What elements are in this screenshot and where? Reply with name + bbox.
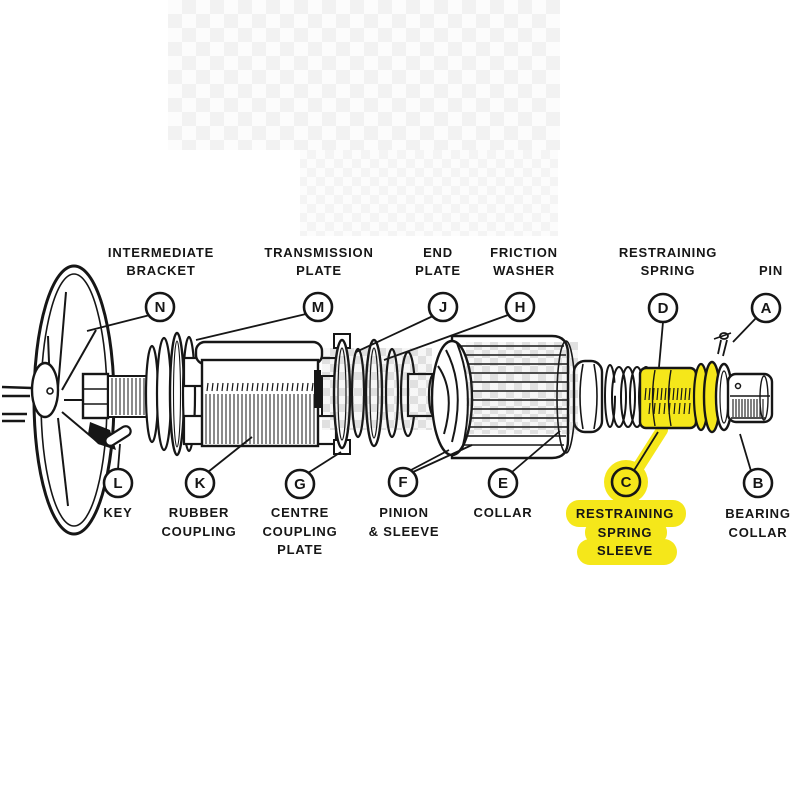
callout-a: A [750, 292, 782, 324]
callout-letter-f: F [398, 474, 407, 491]
part-rubber-coupling [182, 340, 338, 448]
coupling-shade [314, 370, 321, 408]
callout-circles: N M J H D A L K [102, 291, 782, 500]
highlight-label-blob [566, 500, 686, 527]
part-key [104, 425, 132, 447]
callout-d: D [647, 292, 679, 324]
spline-hatch [732, 399, 764, 417]
label-centre-coupling-plate-2: COUPLING [262, 524, 337, 539]
label-centre-coupling-plate-1: CENTRE [271, 505, 329, 520]
highlight-label-blob2 [585, 521, 667, 544]
label-transmission-plate-1: TRANSMISSION [264, 245, 373, 260]
pinion-spiral-vanes [437, 342, 469, 451]
leader-c [632, 431, 659, 473]
leader-f1 [410, 449, 450, 471]
callout-letter-g: G [294, 476, 306, 493]
label-key: KEY [103, 505, 132, 520]
callout-letter-n: N [155, 299, 166, 316]
callout-letter-l: L [113, 475, 122, 492]
callout-letter-h: H [515, 299, 526, 316]
part-shaft-threaded [81, 372, 151, 420]
leader-l [117, 443, 121, 470]
label-intermediate-bracket-1: INTERMEDIATE [108, 245, 214, 260]
leader-h [383, 314, 509, 361]
sleeve-hatch [644, 387, 691, 415]
label-bearing-collar-2: COLLAR [729, 525, 788, 540]
coupling-tick-row [206, 382, 314, 392]
callout-l: L [102, 467, 134, 499]
callout-c-highlighted: C [610, 466, 642, 498]
part-shaft [1, 385, 33, 423]
coupling-ribs [205, 394, 315, 444]
label-friction-washer-2: WASHER [493, 263, 555, 278]
leader-f2 [412, 444, 473, 473]
label-restraining-spring-1: RESTRAINING [619, 245, 717, 260]
callout-f: F [387, 466, 419, 498]
label-restraining-spring-sleeve-2: SPRING [598, 525, 653, 540]
part-pinion-sleeve [430, 334, 576, 460]
leader-k [207, 436, 253, 473]
label-pinion-sleeve-2: & SLEEVE [369, 524, 440, 539]
callout-b: B [742, 467, 774, 499]
leader-d [658, 321, 664, 368]
part-labels: INTERMEDIATE BRACKET TRANSMISSION PLATE … [103, 245, 790, 558]
label-end-plate-2: PLATE [415, 263, 461, 278]
label-transmission-plate-2: PLATE [296, 263, 342, 278]
label-friction-washer-1: FRICTION [490, 245, 558, 260]
leader-g [307, 451, 342, 474]
gear-teeth [456, 345, 567, 446]
part-pin [713, 332, 732, 357]
highlight-label-blob3 [577, 539, 677, 565]
leader-e [511, 430, 561, 473]
label-end-plate-1: END [423, 245, 453, 260]
callout-letter-e: E [498, 475, 508, 492]
part-centre-coupling-plate [321, 333, 352, 455]
part-bearing-collar [714, 362, 774, 432]
label-intermediate-bracket-2: BRACKET [126, 263, 195, 278]
leader-j [355, 315, 434, 353]
callout-g: G [284, 468, 316, 500]
callout-letter-c: C [621, 474, 632, 491]
label-restraining-spring-sleeve-1: RESTRAINING [576, 506, 674, 521]
label-collar: COLLAR [474, 505, 533, 520]
callout-h: H [504, 291, 536, 323]
callout-k: K [184, 467, 216, 499]
leader-a [732, 316, 758, 343]
callout-letter-k: K [195, 475, 206, 492]
label-centre-coupling-plate-3: PLATE [277, 542, 323, 557]
leader-n [86, 314, 151, 332]
part-end-plate-washers [350, 338, 441, 448]
highlight-layer [566, 424, 686, 565]
leader-b [739, 433, 752, 472]
highlight-leader-c [628, 424, 668, 480]
callout-letter-b: B [753, 475, 764, 492]
label-pinion-sleeve-1: PINION [379, 505, 429, 520]
callout-n: N [144, 291, 176, 323]
label-restraining-spring-sleeve-3: SLEEVE [597, 543, 653, 558]
callout-letter-a: A [761, 300, 772, 317]
label-pin: PIN [759, 263, 783, 278]
callout-e: E [487, 467, 519, 499]
callout-m: M [302, 291, 334, 323]
label-restraining-spring-2: SPRING [641, 263, 696, 278]
label-rubber-coupling-1: RUBBER [169, 505, 229, 520]
leader-lines [86, 313, 758, 474]
leader-m [195, 313, 307, 341]
label-rubber-coupling-2: COUPLING [161, 524, 236, 539]
callout-letter-d: D [658, 300, 669, 317]
callout-letter-m: M [312, 299, 325, 316]
callout-letter-j: J [439, 299, 447, 316]
label-bearing-collar-1: BEARING [725, 506, 791, 521]
part-collar [572, 359, 604, 434]
callout-j: J [427, 291, 459, 323]
part-restraining-spring-sleeve [638, 360, 722, 434]
